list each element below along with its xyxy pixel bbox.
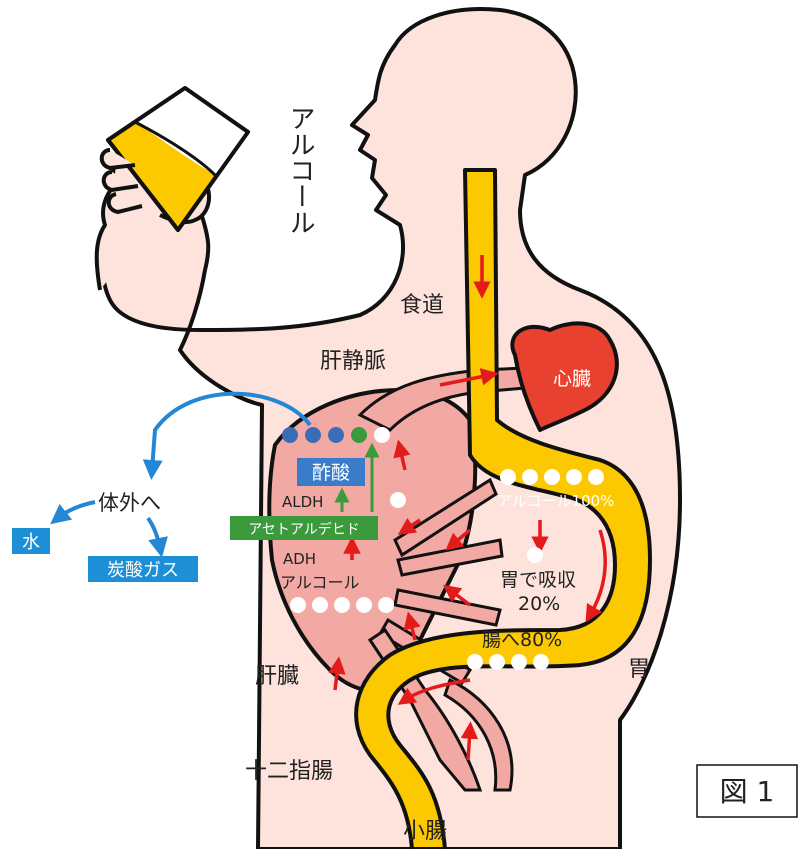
aldh-label: ALDH — [282, 493, 323, 511]
hepatic-vein-label: 肝静脈 — [320, 349, 386, 374]
alcohol-liver-label: アルコール — [280, 573, 360, 592]
liver-label: 肝臓 — [255, 664, 299, 689]
small-intestine-label: 小腸 — [403, 819, 447, 844]
esophagus-label: 食道 — [400, 293, 444, 318]
molecule-dot — [527, 547, 543, 563]
heart-label: 心臓 — [553, 368, 591, 390]
acetic-acid-label: 酢酸 — [312, 462, 350, 484]
acetaldehyde-label: アセトアルデヒド — [248, 521, 360, 538]
molecule-dot — [390, 492, 406, 508]
stomach-absorption-line2: 20% — [518, 593, 560, 615]
adh-label: ADH — [283, 550, 316, 568]
figure-label: 図 1 — [720, 775, 775, 808]
duodenum-label: 十二指腸 — [245, 759, 333, 784]
carbon-dioxide-label: 炭酸ガス — [107, 560, 179, 581]
stomach-alcohol-100-label: アルコール100% — [497, 492, 614, 510]
stomach-absorption-line1: 胃で吸収 — [500, 569, 576, 591]
stomach-label: 胃 — [628, 657, 650, 682]
alcohol-vertical-label: アルコール — [285, 105, 315, 235]
to-intestine-80-label: 腸へ80% — [482, 629, 562, 651]
out-of-body-label: 体外へ — [98, 491, 161, 515]
water-label: 水 — [22, 532, 40, 553]
